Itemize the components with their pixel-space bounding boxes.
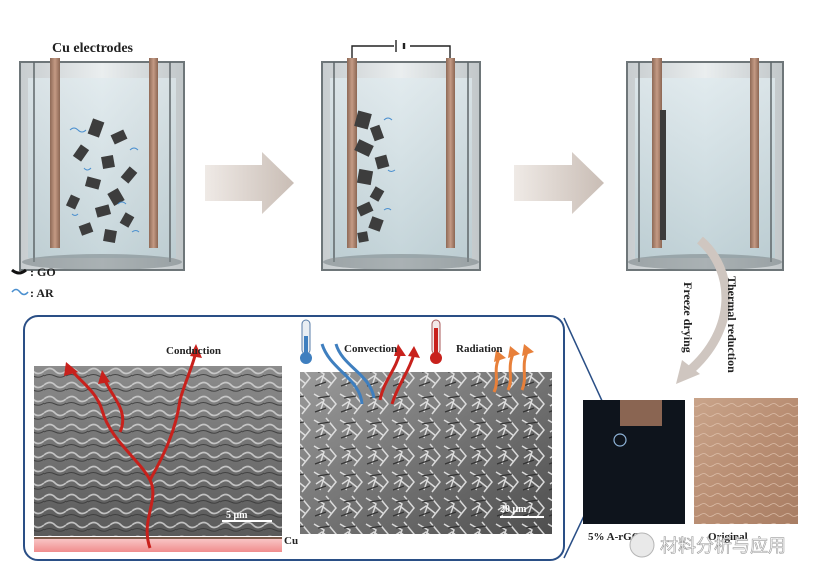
thermometer-cold-icon: [300, 319, 312, 364]
zoom-marker: [613, 433, 627, 447]
go-flakes-dispersed: [65, 118, 138, 243]
go-legend-icon: [11, 268, 27, 275]
ar-legend-label: : AR: [30, 286, 54, 300]
thermometer-hot-icon: [430, 319, 442, 364]
ar-molecules: [69, 127, 140, 233]
go-legend-label: : GO: [30, 265, 56, 279]
scale-bar-left: 5 μm: [226, 510, 248, 521]
conduction-label: Conduction: [166, 345, 221, 357]
electrode-left-1: [50, 58, 60, 248]
process-arrow-2: [514, 152, 604, 214]
freeze-drying-curve-arrow: [685, 236, 731, 376]
watermark-text: 材料分析与应用: [660, 536, 786, 557]
beaker-3: [626, 58, 784, 271]
process-arrow-1: [205, 152, 294, 214]
heat-transfer-panel: Cu Conduction 5 μm 20 μm: [23, 315, 621, 561]
cu-substrate: [34, 538, 282, 552]
power-circuit: [351, 40, 451, 58]
sample-photo-argo: 5% A-rGO: [583, 400, 685, 543]
go-deposit-layer: [660, 110, 666, 240]
electrode-right-3: [750, 58, 759, 248]
ar-legend-icon: [11, 288, 29, 296]
electrode-left-2: [347, 58, 357, 248]
legend: : GO : AR: [11, 265, 56, 300]
beaker-1: [19, 58, 185, 271]
convection-label: Convection: [344, 343, 397, 355]
beaker-2: [321, 40, 481, 271]
cu-electrodes-label: Cu electrodes: [52, 41, 134, 56]
scale-bar-right: 20 μm: [500, 504, 527, 515]
cu-substrate-label: Cu: [284, 535, 298, 547]
thermal-reduction-label: Thermal reduction: [725, 276, 739, 373]
sample-photo-original: Original: [694, 398, 798, 543]
convection-cold-arrows: [320, 343, 376, 405]
sample-left-label: 5% A-rGO: [588, 531, 641, 543]
go-flakes-migrating: [354, 110, 390, 243]
radiation-label: Radiation: [456, 343, 502, 355]
conduction-arrows: [68, 351, 198, 549]
electrode-right-1: [149, 58, 158, 248]
electrode-left-3: [652, 58, 662, 248]
freeze-drying-label: Freeze drying: [681, 282, 695, 353]
electrode-right-2: [446, 58, 455, 248]
wechat-icon: [629, 532, 655, 558]
convection-hot-arrows: [378, 351, 416, 405]
sample-right-label: Original: [708, 531, 748, 543]
watermark: 材料分析与应用: [629, 532, 786, 558]
